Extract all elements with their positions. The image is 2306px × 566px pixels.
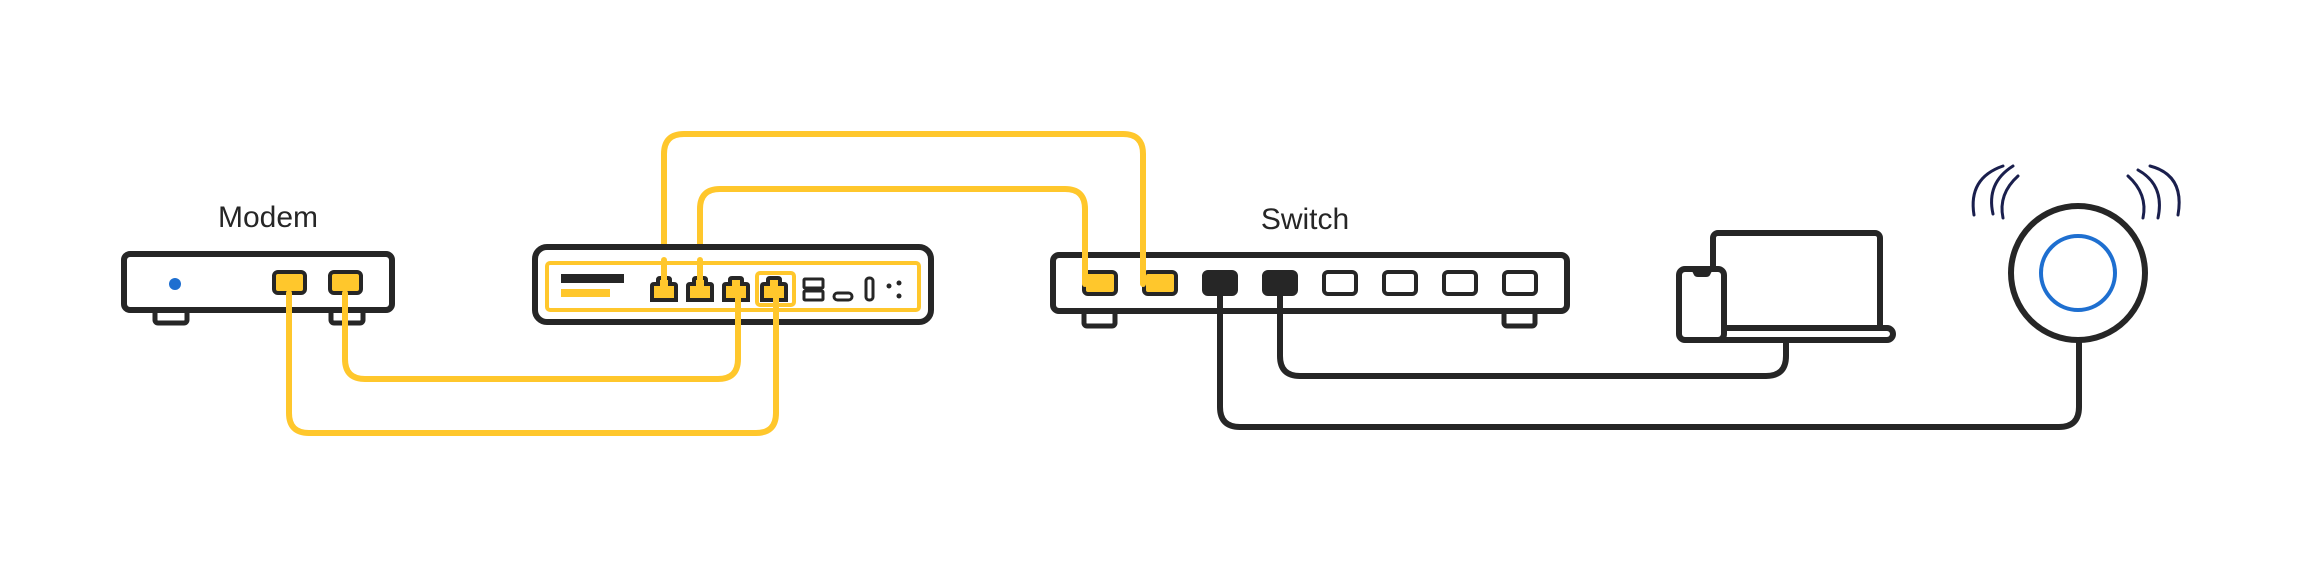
phone-icon bbox=[1676, 266, 1727, 343]
usb-c-port-icon bbox=[832, 291, 854, 302]
switch-port-8[interactable] bbox=[1502, 270, 1538, 296]
cables bbox=[286, 131, 2082, 436]
wave-left-3 bbox=[1971, 164, 2005, 217]
laptop-phone[interactable] bbox=[1676, 230, 1896, 343]
wave-left-2 bbox=[1990, 164, 2015, 216]
switch-port-2[interactable] bbox=[1142, 270, 1178, 296]
modem[interactable]: Modem bbox=[121, 201, 395, 333]
router[interactable] bbox=[532, 244, 934, 333]
access-point[interactable] bbox=[1971, 164, 2181, 343]
reset-dot-icon bbox=[886, 283, 892, 289]
modem-body bbox=[121, 251, 395, 313]
router-port-4[interactable] bbox=[760, 276, 788, 302]
laptop-base-icon bbox=[1697, 325, 1896, 343]
wave-left-1 bbox=[2000, 174, 2020, 220]
wave-right-3 bbox=[2148, 164, 2181, 217]
access-point-ring-icon bbox=[2039, 234, 2117, 312]
usb-port-top-icon bbox=[802, 277, 825, 290]
reset-dot-icon bbox=[896, 280, 902, 286]
laptop-screen-icon bbox=[1710, 230, 1883, 336]
modem-port-1[interactable] bbox=[272, 270, 307, 295]
sfp-slot-icon bbox=[864, 276, 875, 302]
wave-right-1 bbox=[2126, 174, 2146, 220]
cable-switch-laptop bbox=[1277, 289, 1789, 379]
cable-switch-ap bbox=[1217, 289, 2082, 430]
router-port-3[interactable] bbox=[722, 276, 750, 302]
cable-router-switch-outer bbox=[661, 131, 1146, 291]
modem-status-led-icon bbox=[169, 278, 181, 290]
router-status-bar bbox=[561, 289, 610, 297]
access-point-body-icon bbox=[2008, 203, 2148, 343]
modem-label: Modem bbox=[218, 201, 318, 234]
cable-router-switch-inner bbox=[697, 186, 1088, 291]
switch-port-7[interactable] bbox=[1442, 270, 1478, 296]
switch-body bbox=[1050, 252, 1570, 314]
wifi-waves-right-icon bbox=[2126, 164, 2181, 220]
reset-dot-icon bbox=[896, 293, 902, 299]
router-logo-bar bbox=[561, 274, 624, 283]
usb-port-bottom-icon bbox=[802, 289, 825, 302]
modem-port-2[interactable] bbox=[328, 270, 363, 295]
switch-port-5[interactable] bbox=[1322, 270, 1358, 296]
cable-modem-router-inner bbox=[342, 289, 741, 382]
wifi-waves-left-icon bbox=[1971, 164, 2020, 220]
router-panel-frame bbox=[545, 261, 921, 312]
switch-label: Switch bbox=[1261, 203, 1349, 236]
switch-port-1[interactable] bbox=[1082, 270, 1118, 296]
switch[interactable]: Switch bbox=[1050, 203, 1570, 333]
cable-modem-router-outer bbox=[286, 289, 779, 436]
phone-notch-icon bbox=[1692, 271, 1712, 277]
switch-port-6[interactable] bbox=[1382, 270, 1418, 296]
wave-right-2 bbox=[2136, 168, 2161, 220]
